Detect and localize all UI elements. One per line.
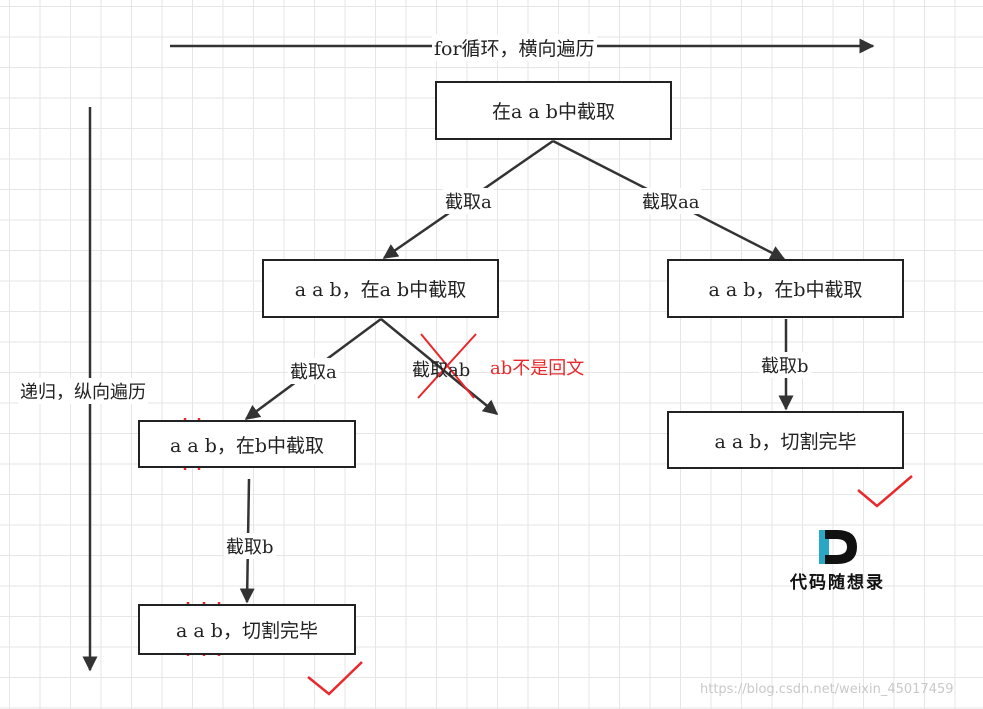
top-axis-label: for循环，横向遍历 [432,34,597,61]
node-level2-left-text: a a b，在b中截取 [169,434,325,457]
node-level2-right: a a b，切割完毕 [667,411,904,469]
node-level1-left: a a b，在a b中截取 [262,259,499,318]
node-level1-right-text: a a b，在b中截取 [708,279,863,301]
node-level3-left-text: a a b，切割完毕 [176,620,318,642]
watermark: https://blog.csdn.net/weixin_45017459 [700,682,954,697]
node-level2-right-text: a a b，切割完毕 [714,430,857,453]
logo-d-icon [819,530,857,564]
invalid-cross-mark [417,333,477,399]
edge-label-l1l-invalid: 截取ab [412,360,471,381]
logo: 代码随想录 [775,528,900,598]
edge-l1l-invalid [380,318,499,415]
node-level1-left-text: a a b，在a b中截取 [294,279,467,301]
node-root-text: 在a a b中截取 [492,101,615,123]
check-mark-bottom [307,661,363,696]
edge-label-l2l-down: 截取b [224,533,276,559]
edge-label-root-left: 截取a [443,188,494,214]
node-level2-left: a a b，在b中截取 [138,420,356,468]
node-level1-right: a a b，在b中截取 [667,259,904,318]
not-palindrome-note: ab不是回文 [490,358,585,379]
logo-text: 代码随想录 [790,573,885,593]
edge-label-l1r-down: 截取b [759,352,811,378]
node-level3-left: a a b，切割完毕 [138,604,356,655]
edge-label-l1l-left: 截取a [288,358,339,384]
edge-label-root-right: 截取aa [640,188,702,214]
check-mark-right [857,475,913,508]
node-root: 在a a b中截取 [435,81,672,140]
left-axis-label: 递归，纵向遍历 [18,378,148,404]
